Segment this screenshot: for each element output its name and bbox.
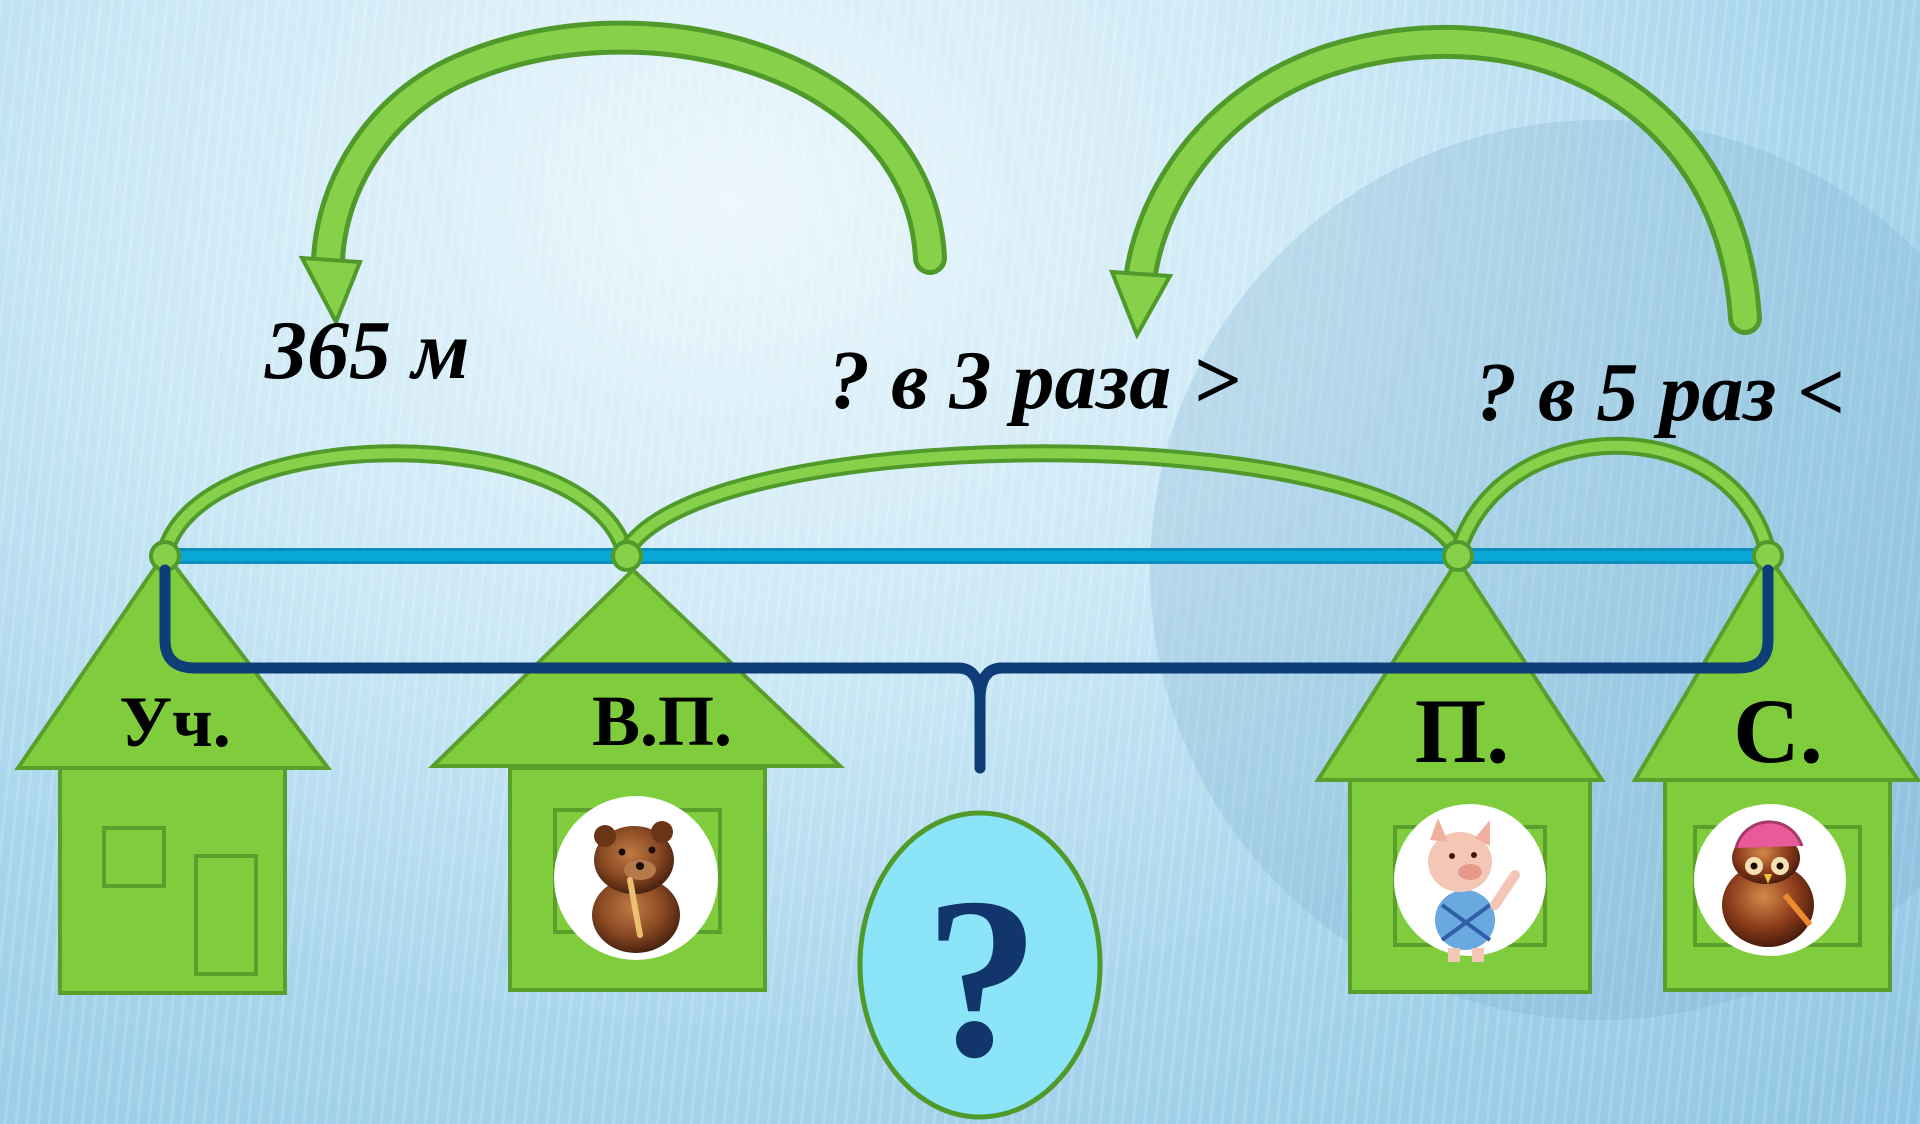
segment-arc-2 [616,444,1467,562]
house-label-uch: Уч. [119,682,230,762]
label-3-times-more: ? в 3 раза > [828,334,1240,427]
house-s: С. [1631,551,1920,992]
owl-figurine-icon [1694,804,1846,956]
bear-figurine-icon [554,796,718,960]
piglet-figurine-icon [1394,804,1546,962]
question-mark: ? [925,850,1040,1105]
house-vp: В.П. [428,567,846,992]
label-365m: 365 м [264,304,470,397]
house-label-s: С. [1733,680,1822,782]
total-distance-brace [159,564,1774,774]
segment-arc-1 [156,444,634,562]
door-icon [194,854,258,976]
point-p [1442,540,1474,572]
jump-arrow-left [298,20,947,327]
house-uch: Уч. [14,549,333,995]
unknown-total-oval: ? [857,810,1103,1120]
point-vp [611,540,643,572]
house-p: П. [1314,556,1606,994]
house-label-p: П. [1415,680,1510,782]
jump-arrow-right [1108,24,1762,340]
segment-arc-3 [1449,436,1777,562]
label-5-times-less: ? в 5 раз < [1475,346,1845,439]
house-label-vp: В.П. [592,681,732,761]
window-icon [102,826,166,888]
